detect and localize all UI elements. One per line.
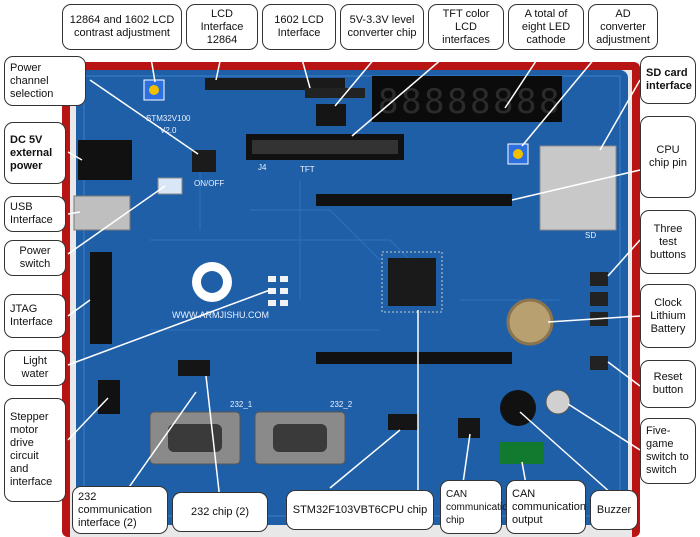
callout-tft: TFT color LCD interfaces <box>428 4 504 50</box>
callout-lcd1602: 1602 LCD Interface <box>262 4 336 50</box>
callout-contrast: 12864 and 1602 LCD contrast adjustment <box>62 4 182 50</box>
power-channel-jumper <box>192 150 216 172</box>
port2-silk: 232_2 <box>330 400 353 409</box>
contrast-pot-screw <box>149 85 159 95</box>
seven-seg-digit: 8 <box>424 82 444 122</box>
seven-seg-display <box>372 76 562 122</box>
callout-battery: Clock Lithium Battery <box>640 284 696 348</box>
lcd1602-header <box>305 88 365 98</box>
buzzer-part <box>500 390 536 426</box>
cpu-pin-header-bottom <box>316 352 512 364</box>
leader-lines <box>67 51 641 501</box>
callout-power-channel: Power channel selection <box>4 56 86 106</box>
callout-ad-converter: AD converter adjustment <box>588 4 658 50</box>
cpu-pins <box>381 251 443 313</box>
callout-dc-power: DC 5V external power <box>4 122 66 184</box>
callout-buzzer: Buzzer <box>590 490 638 530</box>
callout-rs232-chip: 232 chip (2) <box>172 492 268 532</box>
lithium-battery <box>506 298 554 346</box>
power-switch-part <box>157 177 183 195</box>
seven-seg-digit: 8 <box>493 82 513 122</box>
callout-light-water: Light water <box>4 350 66 386</box>
callout-test-buttons: Three test buttons <box>640 210 696 274</box>
callout-usb: USB Interface <box>4 196 66 232</box>
sd-silk: SD <box>585 231 596 240</box>
callout-led-cathode: A total of eight LED cathode <box>508 4 584 50</box>
callout-rs232-interface: 232 communication interface (2) <box>72 486 168 534</box>
db9-socket-1 <box>168 424 222 452</box>
callout-can-chip: CAN communication chip <box>440 480 513 534</box>
version-silk: V2.0 <box>160 126 177 135</box>
can-chip-part <box>458 418 480 438</box>
dc-jack <box>78 140 132 180</box>
cpu-pin-header-top <box>316 194 512 206</box>
seven-seg-digit: 8 <box>447 82 467 122</box>
seven-seg-digit: 8 <box>401 82 421 122</box>
rs232-chip-2 <box>388 414 418 430</box>
callout-sd-card: SD card interface <box>640 56 696 104</box>
pcb-board <box>76 70 628 525</box>
cpu-chip <box>388 258 436 306</box>
sd-slot <box>539 145 617 231</box>
jtag-header <box>90 252 112 344</box>
callout-reset: Reset button <box>640 360 696 408</box>
seven-seg-digit: 8 <box>378 82 398 122</box>
tft-silk: TFT <box>300 165 315 174</box>
can-terminal <box>500 442 544 464</box>
j4-silk: J4 <box>258 163 267 172</box>
ad-pot-screw <box>513 149 523 159</box>
callout-lcd12864: LCD Interface 12864 <box>186 4 258 50</box>
callout-stepper: Stepper motor drive circuit and interfac… <box>4 398 66 502</box>
rs232-chip-1 <box>178 360 210 376</box>
callout-five-game: Five-game switch to switch <box>640 418 696 484</box>
callout-power-switch: Power switch <box>4 240 66 276</box>
callout-cpu-chip-name: STM32F103VBT6CPU chip <box>286 490 434 530</box>
callout-jtag: JTAG Interface <box>4 294 66 338</box>
db9-socket-2 <box>273 424 327 452</box>
led-array <box>268 276 288 306</box>
seven-seg-digit: 8 <box>516 82 536 122</box>
port1-silk: 232_1 <box>230 400 253 409</box>
callout-cpu-pin: CPU chip pin <box>640 116 696 198</box>
callout-level-converter: 5V-3.3V level converter chip <box>340 4 424 50</box>
website-silk: WWW.ARMJISHU.COM <box>172 310 269 320</box>
tft-connector-pins <box>252 140 398 154</box>
onoff-silk: ON/OFF <box>194 179 224 188</box>
seven-seg-digit: 8 <box>539 82 559 122</box>
stepper-connector <box>98 380 120 414</box>
five-way-switch <box>545 389 571 415</box>
seven-seg-digit: 8 <box>470 82 490 122</box>
callout-can-output: CAN communication output <box>506 480 586 534</box>
model-silk: STM32V100 <box>146 114 191 123</box>
logo-inner <box>201 271 223 293</box>
level-converter-ic <box>316 104 346 126</box>
usb-connector <box>73 195 131 231</box>
